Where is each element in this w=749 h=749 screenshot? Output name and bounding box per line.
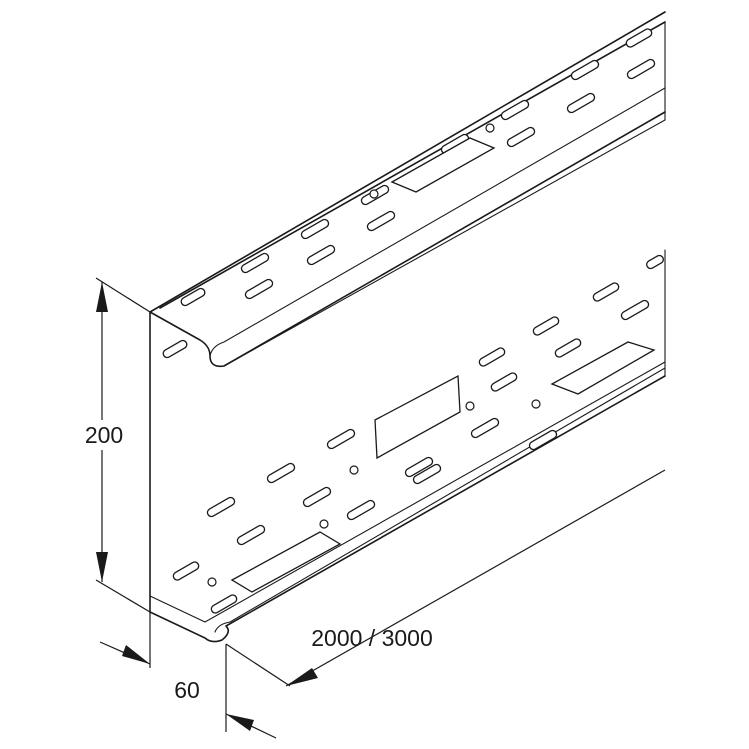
slot	[206, 496, 236, 518]
slot	[566, 92, 596, 114]
slot	[646, 254, 664, 270]
slot	[236, 524, 266, 546]
middle-slot-rows	[162, 254, 664, 614]
length-label: 2000 / 3000	[311, 625, 433, 651]
slot	[180, 287, 206, 307]
arrow-head	[286, 668, 318, 686]
dimension-line	[285, 469, 666, 687]
slot	[244, 278, 274, 300]
bottom-lip-edge	[149, 375, 666, 643]
label-backdrop	[76, 420, 132, 450]
slot	[554, 338, 582, 358]
round-hole	[485, 123, 495, 133]
wall-cutouts	[207, 341, 656, 593]
extension-line	[225, 643, 291, 687]
height-label: 200	[85, 422, 123, 448]
slot	[478, 347, 506, 367]
slot	[366, 210, 396, 232]
bottom-fold-line	[149, 361, 666, 623]
upper-slot-row	[180, 28, 653, 307]
extension-line	[95, 277, 151, 313]
slot	[506, 126, 536, 148]
upper-wall-slot-row	[244, 58, 656, 300]
dimension-height	[76, 277, 151, 613]
slot	[528, 429, 558, 451]
slot	[500, 99, 530, 121]
slot	[306, 244, 336, 266]
round-hole	[531, 399, 541, 409]
large-cutout	[374, 374, 461, 460]
slot	[412, 463, 442, 485]
round-hole	[207, 577, 217, 587]
slot	[346, 499, 376, 521]
rect-cutout	[230, 531, 342, 593]
slot	[570, 59, 600, 81]
round-hole	[369, 189, 379, 199]
bottom-lip-fold	[214, 367, 666, 633]
arrow-head	[96, 552, 108, 582]
slot	[625, 28, 653, 48]
top-front-edge	[149, 11, 666, 313]
arrow-head	[226, 714, 254, 731]
slot	[302, 486, 332, 508]
upper-lip-bottom	[223, 119, 666, 367]
arrow-head	[96, 282, 108, 312]
slot	[490, 372, 518, 392]
depth-label: 60	[174, 677, 200, 703]
slot	[210, 594, 238, 614]
slot	[404, 456, 434, 478]
slot	[162, 339, 188, 359]
slot	[470, 417, 500, 439]
upper-lip-edge	[149, 111, 666, 368]
rect-cutout	[550, 341, 656, 395]
slot	[240, 252, 270, 274]
slot	[532, 316, 560, 336]
arrow-head	[122, 645, 150, 664]
round-hole	[465, 401, 475, 411]
extension-line	[95, 579, 151, 613]
slot	[620, 299, 650, 321]
channel-outline	[149, 11, 666, 643]
slot	[266, 462, 296, 484]
round-hole	[319, 519, 329, 529]
dimension-length	[225, 469, 666, 687]
upper-lip-fold	[209, 87, 666, 357]
slot	[172, 561, 200, 581]
slot	[326, 428, 356, 450]
slot	[300, 218, 330, 240]
slot	[592, 282, 620, 302]
slot	[626, 58, 656, 80]
dimension-depth	[99, 612, 277, 739]
rect-cutout	[390, 137, 496, 193]
round-hole	[349, 465, 359, 475]
